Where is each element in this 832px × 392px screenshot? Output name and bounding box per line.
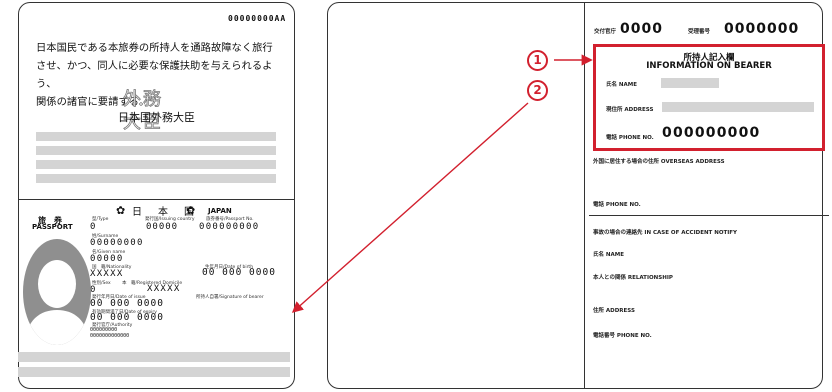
callout-2-badge: 2 (527, 80, 548, 101)
serial-number: 00000000AA (228, 14, 287, 23)
sex-value: 0 (90, 285, 96, 295)
passport-title-en: PASSPORT (32, 223, 73, 231)
bearer-phone-value: 000000000 (662, 125, 761, 141)
emergency-address-label: 住所 ADDRESS (593, 308, 635, 314)
bearer-title-jp: 所持人記入欄 (683, 53, 735, 63)
given-name-value: 00000 (90, 254, 124, 264)
bearer-phone-label: 電話 PHONE NO. (606, 135, 654, 141)
issue-date-label: 発行年月日/Date of issue (92, 295, 146, 300)
redaction-bar (36, 132, 276, 141)
passport-title-jp: 旅 券 (38, 215, 62, 225)
type-label: 型/Type (92, 217, 109, 222)
surname-value: 00000000 (90, 238, 144, 248)
chrysanthemum-icon: ✿ (186, 204, 196, 217)
expiry-date-label: 有効期間満了日/Date of expiry (92, 310, 157, 315)
domicile-label: 本 籍/Registered Domicile (122, 281, 183, 286)
authority-value: 000000000 (90, 327, 118, 333)
statement-line: させ、かつ、同人に必要な保護扶助を与えられるよう、 (36, 60, 273, 90)
issuing-country-label: 発行国/Issuing country (145, 217, 195, 222)
dob-label: 生年月日/Date of birth (205, 265, 254, 270)
emergency-relationship-label: 本人との関係 RELATIONSHIP (593, 275, 673, 281)
bearer-address-label: 現住所 ADDRESS (606, 107, 654, 113)
nationality-label: 国 籍/Nationality (92, 265, 132, 270)
statement-line: 日本国民である本旅券の所持人を通路故障なく旅行 (36, 42, 273, 54)
overseas-phone-label: 電話 PHONE NO. (593, 202, 641, 208)
nationality-value: XXXXX (90, 269, 124, 279)
authority-label: 発行官庁/Authority (92, 323, 133, 328)
emergency-phone-label: 電話番号 PHONE NO. (593, 333, 652, 339)
page-fold-line (19, 199, 294, 201)
passport-number-label: 旅券番号/Passport No. (206, 217, 254, 222)
redaction-bar (36, 160, 276, 169)
data-page-header-jp: 日 本 国 (132, 207, 197, 218)
expiry-date-value: 00 000 0000 (90, 312, 164, 323)
sex-label: 性別/Sex (92, 281, 111, 286)
authority-value: 0000000000000 (90, 333, 130, 339)
passport-number-value: 000000000 (199, 222, 260, 232)
redaction-bar (36, 174, 276, 183)
emergency-contact-title: 事故の場合の連絡先 IN CASE OF ACCIDENT NOTIFY (593, 230, 738, 236)
minister-title: 日本国外務大臣 (118, 111, 195, 124)
statement-line: 関係の諸官に要請する。 (36, 96, 150, 108)
minister-seal: 外 務 大 臣 (123, 89, 165, 137)
bearer-name-label: 氏名 NAME (606, 82, 638, 88)
signature-label: 所持人自署/Signature of bearer (196, 295, 264, 300)
chrysanthemum-icon: ✿ (116, 204, 126, 217)
seal-char: 務 (143, 89, 162, 111)
bearer-name-redaction (661, 78, 719, 88)
overseas-address-label: 外国に居住する場合の住所 OVERSEAS ADDRESS (593, 159, 725, 165)
emergency-name-label: 氏名 NAME (593, 252, 625, 258)
issue-date-value: 00 000 0000 (90, 298, 164, 309)
issuing-country-value: 00000 (146, 222, 179, 232)
request-statement: 日本国民である本旅券の所持人を通路故障なく旅行 させ、かつ、同人に必要な保護扶助… (36, 39, 291, 111)
photo-silhouette (23, 239, 91, 345)
section-divider (589, 215, 829, 217)
data-page-header-en: JAPAN (208, 207, 232, 215)
bearer-address-redaction (662, 102, 814, 112)
callout-2-arrow (291, 102, 529, 313)
type-value: 0 (90, 222, 96, 232)
bearer-title-en: INFORMATION ON BEARER (646, 61, 772, 71)
issuing-office-label: 交付官庁 (594, 29, 617, 35)
seal-char: 大 (123, 112, 142, 134)
passport-right-page (327, 2, 823, 389)
seal-char: 臣 (143, 112, 162, 134)
domicile-value: XXXXX (147, 284, 181, 294)
mrz-redaction-bar (18, 367, 290, 377)
receipt-number-value: 0000000 (724, 21, 800, 37)
seal-char: 外 (123, 89, 142, 111)
dob-value: 00 000 0000 (202, 267, 276, 278)
issuing-office-value: 0000 (620, 21, 663, 37)
receipt-number-label: 受理番号 (688, 29, 711, 35)
mrz-redaction-bar (18, 352, 290, 362)
redaction-bar (36, 146, 276, 155)
surname-label: 姓/Surname (92, 234, 119, 239)
given-name-label: 名/Given name (92, 250, 126, 255)
callout-1-badge: 1 (527, 50, 548, 71)
page-fold-line (584, 3, 586, 388)
bearer-info-box (593, 44, 825, 151)
